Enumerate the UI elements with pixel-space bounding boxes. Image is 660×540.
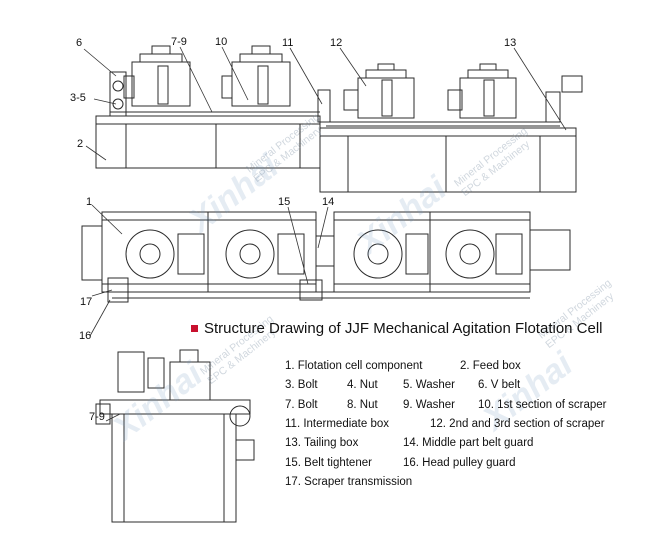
callout-1: 1 bbox=[86, 196, 93, 208]
callout-14: 14 bbox=[322, 196, 335, 208]
legend-item-16: 16. Head pulley guard bbox=[403, 457, 516, 469]
callout-7-9-bottom: 7-9 bbox=[89, 411, 105, 423]
legend-item-17: 17. Scraper transmission bbox=[285, 476, 413, 488]
legend-item-1: 1. Flotation cell component bbox=[285, 360, 423, 372]
legend-item-9: 9. Washer bbox=[403, 399, 455, 411]
callout-17: 17 bbox=[80, 296, 93, 308]
title-marker-icon bbox=[191, 324, 198, 332]
legend-item-14: 14. Middle part belt guard bbox=[403, 437, 534, 449]
callout-11: 11 bbox=[282, 37, 294, 49]
leader-lines bbox=[83, 46, 567, 422]
legend-item-15: 15. Belt tightener bbox=[285, 457, 372, 469]
plan-view bbox=[81, 211, 571, 303]
legend-item-13: 13. Tailing box bbox=[285, 437, 359, 449]
legend-item-12: 12. 2nd and 3rd section of scraper bbox=[430, 418, 605, 430]
callout-3-5: 3-5 bbox=[70, 92, 86, 104]
callout-12: 12 bbox=[330, 37, 343, 49]
callout-7-9-top: 7-9 bbox=[171, 36, 187, 48]
callout-13: 13 bbox=[504, 37, 517, 49]
side-view bbox=[95, 349, 255, 523]
diagram-title: Structure Drawing of JJF Mechanical Agit… bbox=[204, 319, 603, 337]
legend-item-4: 4. Nut bbox=[347, 379, 378, 391]
callout-2: 2 bbox=[77, 138, 84, 150]
legend-item-3: 3. Bolt bbox=[285, 379, 318, 391]
legend-item-7: 7. Bolt bbox=[285, 399, 318, 411]
callout-10: 10 bbox=[215, 36, 228, 48]
callout-15: 15 bbox=[278, 196, 291, 208]
callout-6: 6 bbox=[76, 37, 83, 49]
legend-item-2: 2. Feed box bbox=[460, 360, 521, 372]
legend-item-5: 5. Washer bbox=[403, 379, 455, 391]
legend-item-6: 6. V belt bbox=[478, 379, 521, 391]
legend-item-11: 11. Intermediate box bbox=[285, 418, 389, 430]
diagram-title-row: Structure Drawing of JJF Mechanical Agit… bbox=[191, 318, 603, 338]
legend-item-10: 10. 1st section of scraper bbox=[478, 399, 607, 411]
callout-16: 16 bbox=[79, 330, 92, 342]
elevation-view bbox=[95, 45, 583, 193]
legend-item-8: 8. Nut bbox=[347, 399, 378, 411]
